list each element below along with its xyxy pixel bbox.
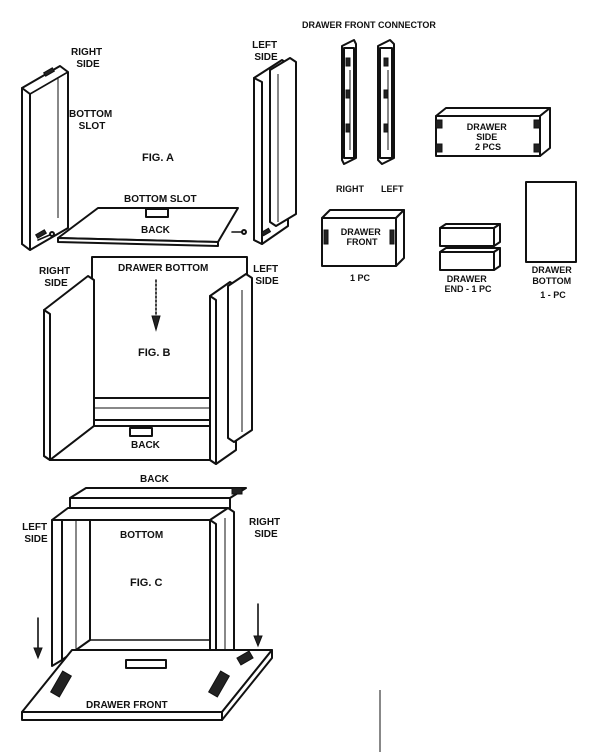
drawer-bottom-part: [525, 181, 577, 263]
drawer-side-part: [435, 107, 551, 157]
fig-a: RIGHT SIDE LEFT SIDE BOTTOM SLOT FIG. A …: [21, 40, 297, 251]
connector-right: [341, 39, 357, 165]
fig-c: BACK BOTTOM LEFT SIDE RIGHT SIDE FIG. C …: [21, 474, 283, 721]
fig-c-bottom-label: BOTTOM: [120, 530, 163, 541]
fig-a-right-side-panel: [21, 65, 69, 251]
fig-b-right-side-label: RIGHT SIDE: [39, 266, 73, 289]
fig-c-left-side-label: LEFT SIDE: [22, 522, 50, 545]
connector-title: DRAWER FRONT CONNECTOR: [302, 20, 436, 30]
fig-a-left-side-label: LEFT SIDE: [252, 40, 280, 63]
drawer-front-label: DRAWER FRONT: [341, 227, 384, 247]
drawer-side-label: DRAWER SIDE 2 PCS: [467, 122, 510, 152]
fig-a-caption: FIG. A: [142, 152, 174, 164]
fig-b-back-label: BACK: [131, 440, 161, 451]
fig-c-right-side-panel: [209, 507, 235, 671]
drawer-end-label: DRAWER END - 1 PC: [444, 274, 492, 294]
fig-b-back-panel: [83, 397, 211, 421]
drawer-bottom-label: DRAWER BOTTOM 1 - PC: [532, 265, 575, 300]
connector-left: [377, 39, 395, 165]
connector-right-label: RIGHT: [336, 184, 365, 194]
drawer-end-part: [439, 223, 501, 271]
drawer-front-qty: 1 PC: [350, 273, 371, 283]
fig-a-screws: [37, 229, 247, 241]
fig-a-right-side-label: RIGHT SIDE: [71, 47, 105, 70]
parts-list: DRAWER FRONT CONNECTOR RIGHT LEFT: [302, 20, 577, 300]
fig-a-back-label: BACK: [141, 225, 171, 236]
fig-c-caption: FIG. C: [130, 577, 162, 589]
fig-a-bottom-slot-label: BOTTOM SLOT: [69, 109, 115, 132]
fig-b-arrow: [151, 279, 161, 332]
fig-c-right-side-label: RIGHT SIDE: [249, 517, 283, 540]
fig-b-slot: [129, 427, 153, 437]
fig-b-caption: FIG. B: [138, 347, 170, 359]
fig-c-drawer-front-label: DRAWER FRONT: [86, 700, 168, 711]
fig-a-bottom-slot-top-label: BOTTOM SLOT: [124, 194, 197, 205]
drawer-front-part: [321, 209, 405, 267]
fig-b: RIGHT SIDE DRAWER BOTTOM LEFT SIDE FIG. …: [39, 256, 281, 465]
fig-b-left-side-label: LEFT SIDE: [253, 264, 281, 287]
fig-b-left-side-panel: [209, 273, 253, 465]
fig-c-arrows: [33, 603, 263, 660]
fig-c-drawer-front-panel: [21, 649, 273, 721]
fig-c-back-label: BACK: [140, 474, 170, 485]
fig-a-back-panel: [57, 207, 239, 247]
connector-left-label: LEFT: [381, 184, 404, 194]
fig-a-left-side-panel: [253, 57, 297, 245]
fig-b-drawer-bottom-label: DRAWER BOTTOM: [118, 263, 208, 274]
